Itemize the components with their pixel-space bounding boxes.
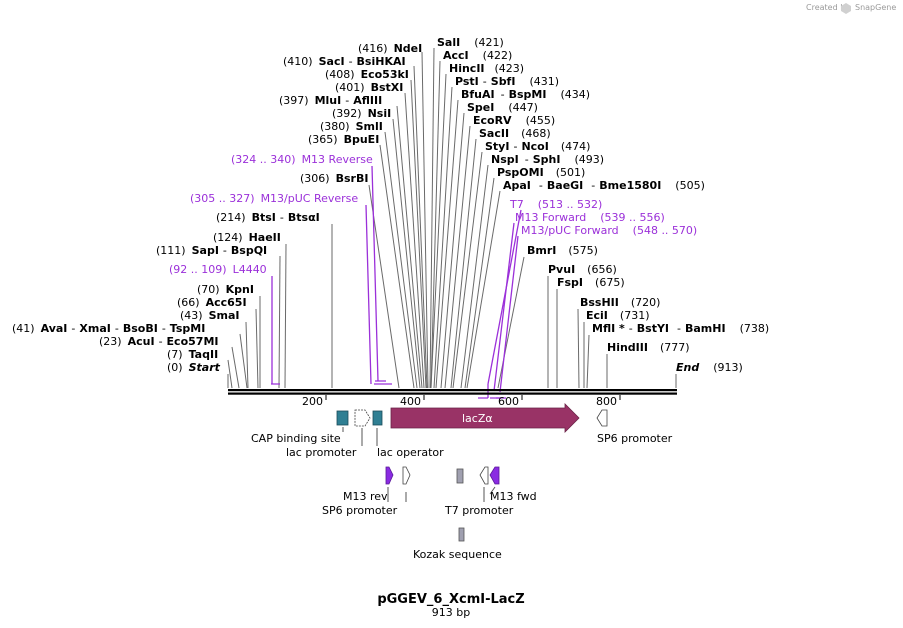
label-lacz-alpha: lacZα [462, 412, 493, 425]
site-hincii[interactable]: HincII(423) [449, 62, 524, 75]
site-start: (0)Start [167, 361, 221, 374]
primer-m13-forward[interactable]: M13 Forward(539 .. 556) [515, 211, 665, 224]
site-mlui[interactable]: (397)MluI-AflIII [279, 94, 382, 107]
site-sapi[interactable]: (111)SapI-BspQI [156, 244, 267, 257]
site-ndei[interactable]: (416)NdeI [358, 42, 422, 55]
plasmid-name: pGGEV_6_XcmI-LacZ [377, 592, 524, 607]
ruler-tick-600: 600 [498, 395, 519, 408]
label-sp6-promoter-left: SP6 promoter [322, 504, 398, 517]
feature-t7-promoter[interactable] [479, 466, 489, 485]
label-m13-fwd: M13 fwd [490, 490, 537, 503]
site-bfuai[interactable]: BfuAI-BspMI(434) [461, 88, 590, 101]
primer-t7[interactable]: T7(513 .. 532) [509, 198, 602, 211]
site-bmri[interactable]: BmrI(575) [527, 244, 598, 257]
site-nsii[interactable]: (392)NsiI [332, 107, 391, 120]
label-kozak-sequence: Kozak sequence [413, 548, 502, 561]
site-smli[interactable]: (380)SmlI [320, 120, 383, 133]
site-fspi[interactable]: FspI(675) [557, 276, 625, 289]
site-ecii[interactable]: EciI(731) [586, 309, 650, 322]
feature-sp6-promoter-left[interactable] [402, 466, 411, 485]
label-lac-operator: lac operator [377, 446, 444, 459]
site-mfli[interactable]: MflI *-BstYI-BamHI(738) [592, 322, 769, 335]
backbone [228, 389, 677, 400]
ruler-tick-200: 200 [302, 395, 323, 408]
label-lac-promoter: lac promoter [286, 446, 357, 459]
site-ecorv[interactable]: EcoRV(455) [473, 114, 555, 127]
site-smai[interactable]: (43)SmaI [180, 309, 240, 322]
site-bpuei[interactable]: (365)BpuEI [308, 133, 379, 146]
site-acui[interactable]: (23)AcuI-Eco57MI [99, 335, 219, 348]
site-end: End(913) [676, 361, 743, 374]
primer-m13-reverse[interactable]: (324 .. 340)M13 Reverse [231, 153, 373, 166]
site-hindiii[interactable]: HindIII(777) [607, 341, 690, 354]
site-acc65i[interactable]: (66)Acc65I [177, 296, 247, 309]
feature-kozak-sequence[interactable] [458, 527, 465, 542]
site-nspi[interactable]: NspI-SphI(493) [491, 153, 604, 166]
feature-kozak-marker[interactable] [456, 468, 464, 484]
feature-lac-operator[interactable] [372, 410, 383, 426]
ruler-tick-800: 800 [596, 395, 617, 408]
primer-m13-puc-reverse[interactable]: (305 .. 327)M13/pUC Reverse [190, 192, 358, 205]
credit-brand: SnapGene [855, 3, 896, 12]
site-bstxi[interactable]: (401)BstXI [335, 81, 403, 94]
feature-m13-rev[interactable] [385, 466, 394, 485]
site-lines [227, 47, 677, 389]
site-spei[interactable]: SpeI(447) [467, 101, 538, 114]
ruler-tick-400: 400 [400, 395, 421, 408]
primer-l4440[interactable]: (92 .. 109)L4440 [169, 263, 267, 276]
label-cap-binding-site: CAP binding site [251, 432, 341, 445]
label-m13-rev: M13 rev [343, 490, 388, 503]
site-eco53ki[interactable]: (408)Eco53kI [325, 68, 409, 81]
feature-m13-fwd[interactable] [489, 466, 500, 485]
site-kpni[interactable]: (70)KpnI [197, 283, 254, 296]
site-pvui[interactable]: PvuI(656) [548, 263, 617, 276]
snapgene-logo-icon [841, 3, 851, 14]
site-apai[interactable]: ApaI-BaeGI-Bme1580I(505) [503, 179, 705, 192]
site-btsi[interactable]: (214)BtsI-BtsαI [216, 211, 320, 224]
label-sp6-promoter-right: SP6 promoter [597, 432, 673, 445]
site-sacii[interactable]: SacII(468) [479, 127, 551, 140]
site-taqii[interactable]: (7)TaqII [167, 348, 218, 361]
feature-lacz-alpha[interactable] [390, 403, 580, 433]
site-haeii[interactable]: (124)HaeII [213, 231, 281, 244]
site-saci[interactable]: (410)SacI-BsiHKAI [283, 55, 406, 68]
feature-cap-binding-site[interactable] [336, 410, 349, 426]
site-avai[interactable]: (41)AvaI-XmaI-BsoBI-TspMI [12, 322, 205, 335]
plasmid-size: 913 bp [432, 606, 470, 619]
site-pspomi[interactable]: PspOMI(501) [497, 166, 585, 179]
site-styi[interactable]: StyI-NcoI(474) [485, 140, 590, 153]
primer-m13-puc-forward[interactable]: M13/pUC Forward(548 .. 570) [521, 224, 697, 237]
site-bsrbi[interactable]: (306)BsrBI [300, 172, 368, 185]
feature-lac-promoter[interactable] [354, 409, 371, 427]
label-t7-promoter: T7 promoter [444, 504, 514, 517]
site-sali[interactable]: SalI(421) [437, 36, 504, 49]
site-bsshii[interactable]: BssHII(720) [580, 296, 660, 309]
site-psti[interactable]: PstI-SbfI(431) [455, 75, 559, 88]
site-acci[interactable]: AccI(422) [443, 49, 512, 62]
credit-text: Created by [806, 3, 850, 12]
feature-sp6-promoter-right[interactable] [596, 409, 608, 427]
